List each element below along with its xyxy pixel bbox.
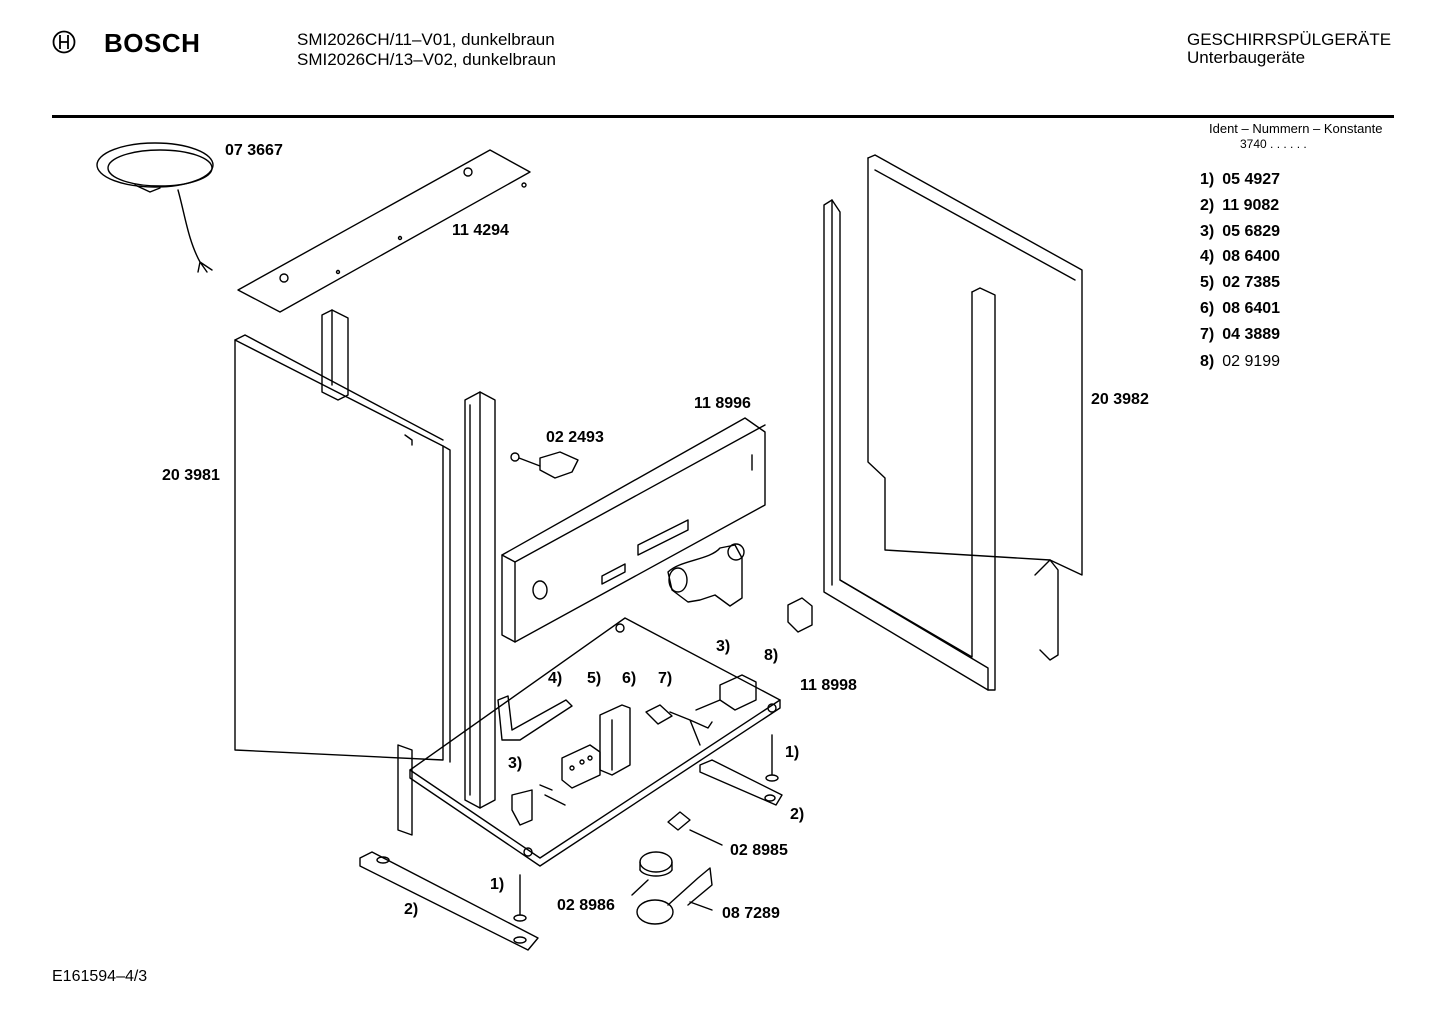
ident-row: 6) 08 6401 [1200, 300, 1280, 318]
brand-name: BOSCH [104, 28, 201, 58]
ident-row: 8) 02 9199 [1200, 353, 1280, 371]
label-top-strip: 11 4294 [452, 222, 509, 239]
drawing-id: E161594–4/3 [52, 968, 148, 985]
ident-number: 11 9082 [1222, 197, 1280, 214]
ident-row: 7) 04 3889 [1200, 326, 1280, 344]
ident-number: 04 3889 [1222, 326, 1281, 343]
bosch-logo-icon [52, 30, 76, 54]
ident-number: 05 6829 [1222, 223, 1281, 240]
top-strip [238, 150, 530, 312]
float-switch [668, 812, 722, 845]
base-plate [410, 618, 780, 866]
ident-row: 1) 05 4927 [1200, 171, 1280, 189]
label-base-plate: 11 8998 [800, 677, 857, 694]
ident-constant: 3740 . . . . . . [1240, 137, 1307, 151]
ident-ref: 5) [1200, 274, 1215, 291]
rear-panel [502, 418, 765, 642]
clip-part [511, 452, 578, 478]
ref-4: 4) [548, 670, 563, 687]
power-cable [97, 143, 213, 272]
ref-2-left: 2) [404, 901, 419, 918]
model-line-1: SMI2026CH/11–V01, dunkelbraun [297, 30, 555, 49]
category-title: GESCHIRRSPÜLGERÄTE [1187, 30, 1392, 49]
screw-foot-left [514, 875, 526, 921]
label-switch: 02 8985 [730, 842, 788, 859]
ident-row: 4) 08 6400 [1200, 248, 1280, 266]
micro-switch-8 [788, 598, 812, 632]
ident-number: 02 9199 [1222, 353, 1281, 370]
terminal-5 [562, 745, 600, 788]
label-rear-panel: 11 8996 [694, 395, 751, 412]
header-divider [52, 115, 1394, 118]
ref-5: 5) [587, 670, 602, 687]
ref-3-right: 3) [716, 638, 731, 655]
ident-ref: 3) [1200, 223, 1215, 240]
label-float: 02 8986 [557, 897, 615, 914]
label-float-housing: 08 7289 [722, 905, 780, 922]
foot-rail-right [700, 760, 782, 805]
ident-heading: Ident – Nummern – Konstante [1209, 121, 1383, 136]
side-panel-left [235, 335, 450, 762]
clip-3-left [512, 785, 565, 825]
ident-number: 02 7385 [1222, 274, 1281, 291]
side-panel-right [868, 155, 1082, 660]
label-side-panel-right: 20 3982 [1091, 391, 1149, 408]
ident-row: 5) 02 7385 [1200, 274, 1280, 292]
ref-7: 7) [658, 670, 673, 687]
float-housing [637, 868, 712, 924]
ref-1-right: 1) [785, 744, 800, 761]
ident-ref: 2) [1200, 197, 1215, 214]
foot-rail-left [360, 852, 538, 950]
bracket-6 [600, 705, 630, 775]
ref-6: 6) [622, 670, 637, 687]
capacitor-7 [646, 705, 712, 745]
ident-row: 3) 05 6829 [1200, 223, 1280, 241]
pipe-fitting [668, 544, 744, 606]
screw-foot-right [766, 735, 778, 781]
ident-ref: 7) [1200, 326, 1215, 343]
float-disc [632, 852, 672, 895]
clip-3-right [696, 675, 756, 710]
ident-ref: 6) [1200, 300, 1215, 317]
ident-number: 05 4927 [1222, 171, 1281, 188]
label-clip: 02 2493 [546, 429, 604, 446]
ident-ref: 4) [1200, 248, 1215, 265]
ref-1-left: 1) [490, 876, 505, 893]
bracket-4 [498, 696, 572, 740]
ref-2-right: 2) [790, 806, 805, 823]
model-line-2: SMI2026CH/13–V02, dunkelbraun [297, 50, 556, 69]
ref-3-left: 3) [508, 755, 523, 772]
label-cable: 07 3667 [225, 142, 283, 159]
door-frame-right [824, 200, 995, 690]
ident-number: 08 6401 [1222, 300, 1281, 317]
ref-8: 8) [764, 647, 779, 664]
left-front-upright [322, 310, 495, 835]
ident-row: 2) 11 9082 [1200, 197, 1279, 215]
label-side-panel-left: 20 3981 [162, 467, 220, 484]
category-subtitle: Unterbaugeräte [1187, 48, 1306, 67]
ident-number: 08 6400 [1222, 248, 1281, 265]
ident-ref: 8) [1200, 353, 1215, 370]
ident-ref: 1) [1200, 171, 1215, 188]
